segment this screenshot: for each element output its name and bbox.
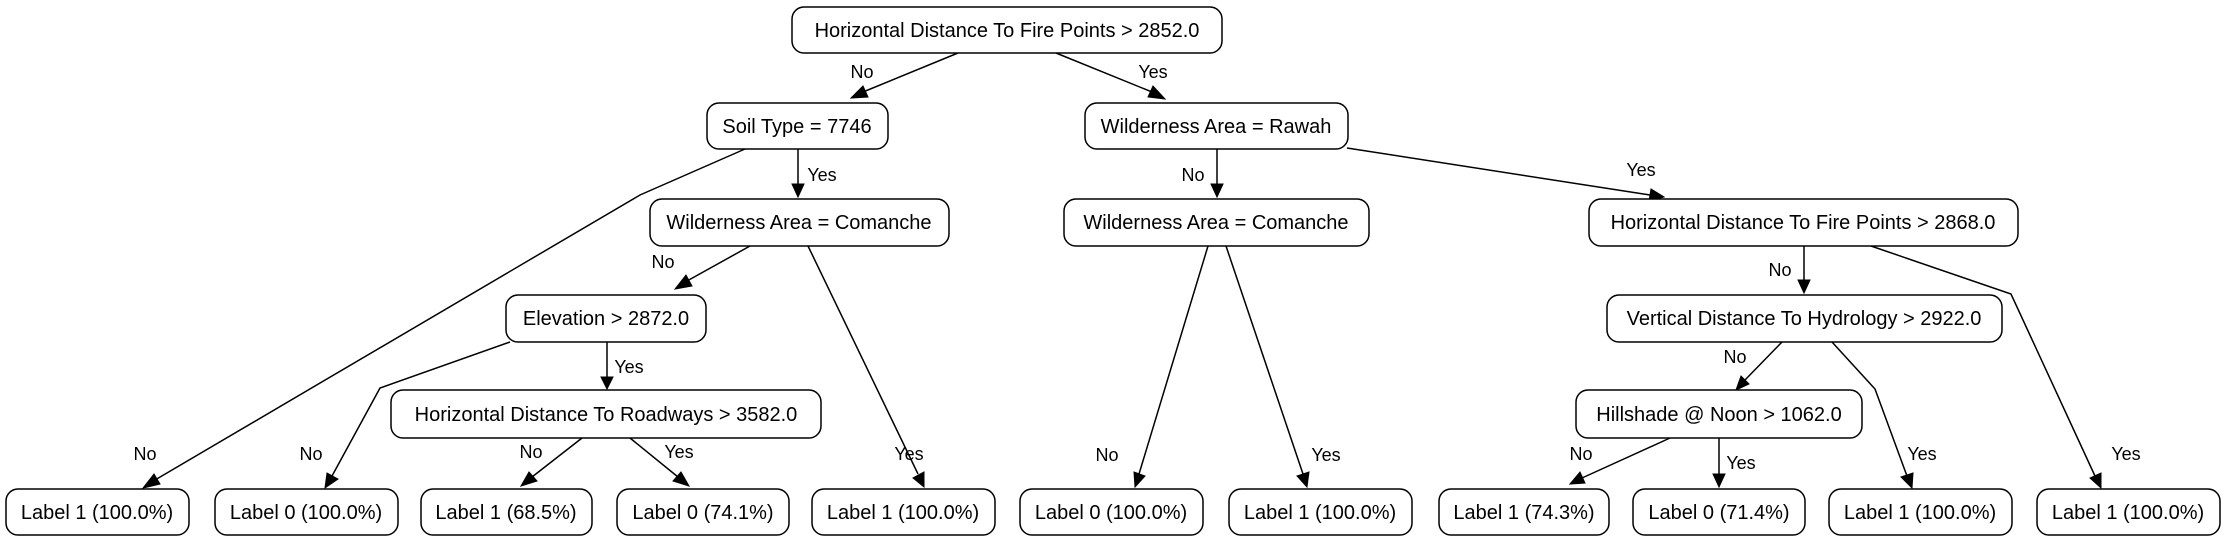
edge-label-yes: Yes <box>2111 444 2140 464</box>
edge-label-yes: Yes <box>1138 62 1167 82</box>
node-soil-type: Soil Type = 7746 <box>706 102 889 150</box>
edge-hydrology-to-leaf-10: Yes <box>1831 341 1937 490</box>
edge-comanche-middle-to-leaf-6: No <box>1095 245 1209 489</box>
node-vertical-distance-hydrology: Vertical Distance To Hydrology > 2922.0 <box>1606 294 2003 343</box>
edge-label-no: No <box>519 442 542 462</box>
edge-hillshade-to-leaf-8: No <box>1568 437 1671 485</box>
edge-label-no: No <box>1723 347 1746 367</box>
edge-roadways-to-leaf-3: No <box>519 437 583 487</box>
leaf-label: Label 0 (71.4%) <box>1648 502 1789 524</box>
edge-elevation-to-roadways: Yes <box>600 342 644 391</box>
node-label: Elevation > 2872.0 <box>523 308 689 330</box>
edge-label-no: No <box>850 62 873 82</box>
leaf-node-7: Label 1 (100.0%) <box>1228 488 1413 536</box>
leaf-node-3: Label 1 (68.5%) <box>420 488 593 536</box>
leaf-label: Label 0 (100.0%) <box>1035 502 1187 524</box>
leaf-label: Label 1 (100.0%) <box>827 502 979 524</box>
edge-fire-points-2868-to-hydrology: No <box>1768 246 1811 295</box>
edge-hillshade-to-leaf-9: Yes <box>1712 438 1756 489</box>
edge-label-no: No <box>651 252 674 272</box>
leaf-node-10: Label 1 (100.0%) <box>1828 488 2013 536</box>
edge-label-no: No <box>133 444 156 464</box>
leaf-node-1: Label 1 (100.0%) <box>5 488 190 536</box>
leaf-label: Label 1 (100.0%) <box>21 502 173 524</box>
leaf-node-2: Label 0 (100.0%) <box>214 488 399 536</box>
node-label: Vertical Distance To Hydrology > 2922.0 <box>1627 308 1982 330</box>
node-label: Wilderness Area = Comanche <box>1083 212 1348 234</box>
edge-label-yes: Yes <box>1311 445 1340 465</box>
node-hillshade-noon: Hillshade @ Noon > 1062.0 <box>1575 389 1863 439</box>
edge-comanche-to-leaf-5: Yes <box>807 245 925 489</box>
edge-soil-type-to-wilderness-comanche: Yes <box>791 149 837 199</box>
node-label: Wilderness Area = Comanche <box>666 212 931 234</box>
edge-rawah-to-wilderness-comanche: No <box>1181 149 1224 199</box>
node-label: Horizontal Distance To Roadways > 3582.0 <box>415 404 798 426</box>
node-label: Wilderness Area = Rawah <box>1101 116 1332 138</box>
edge-comanche-middle-to-leaf-7: Yes <box>1225 245 1341 489</box>
edge-fire-points-2868-to-leaf-11: Yes <box>1870 245 2141 490</box>
node-label: Horizontal Distance To Fire Points > 285… <box>815 20 1200 42</box>
edge-label-no: No <box>1768 260 1791 280</box>
edge-rawah-to-fire-points-2868: Yes <box>1346 147 1666 202</box>
leaf-label: Label 1 (100.0%) <box>1244 502 1396 524</box>
leaf-label: Label 1 (68.5%) <box>435 502 576 524</box>
leaf-label: Label 1 (100.0%) <box>1844 502 1996 524</box>
leaf-label: Label 1 (100.0%) <box>2052 502 2204 524</box>
node-elevation: Elevation > 2872.0 <box>505 294 707 343</box>
edge-elevation-to-leaf-2: No <box>299 341 511 490</box>
leaf-node-6: Label 0 (100.0%) <box>1019 488 1204 536</box>
node-fire-points-2868: Horizontal Distance To Fire Points > 286… <box>1588 198 2019 247</box>
edge-comanche-to-elevation: No <box>651 245 751 290</box>
edge-label-yes: Yes <box>807 165 836 185</box>
leaf-label: Label 0 (74.1%) <box>632 502 773 524</box>
edge-root-to-wilderness-rawah: Yes <box>1055 52 1168 100</box>
leaf-node-5: Label 1 (100.0%) <box>811 488 996 536</box>
edge-roadways-to-leaf-4: Yes <box>629 437 694 487</box>
leaf-node-11: Label 1 (100.0%) <box>2036 488 2221 536</box>
leaf-label: Label 0 (100.0%) <box>230 502 382 524</box>
node-root: Horizontal Distance To Fire Points > 285… <box>791 6 1223 54</box>
node-wilderness-comanche-middle: Wilderness Area = Comanche <box>1063 198 1370 247</box>
edge-label-no: No <box>1095 445 1118 465</box>
edge-label-no: No <box>1181 165 1204 185</box>
node-wilderness-rawah: Wilderness Area = Rawah <box>1084 102 1349 150</box>
edge-label-no: No <box>1569 444 1592 464</box>
edge-label-yes: Yes <box>1726 453 1755 473</box>
node-label: Horizontal Distance To Fire Points > 286… <box>1611 212 1996 234</box>
leaf-node-9: Label 0 (71.4%) <box>1632 488 1806 536</box>
node-label: Hillshade @ Noon > 1062.0 <box>1596 404 1841 426</box>
edge-soil-type-to-leaf-1: No <box>133 148 746 489</box>
edge-label-yes: Yes <box>614 357 643 377</box>
edge-label-yes: Yes <box>894 444 923 464</box>
edge-root-to-soil-type: No <box>849 52 959 99</box>
edge-label-no: No <box>299 444 322 464</box>
leaf-node-4: Label 0 (74.1%) <box>616 488 790 536</box>
leaf-node-8: Label 1 (74.3%) <box>1438 488 1610 536</box>
leaf-label: Label 1 (74.3%) <box>1453 502 1594 524</box>
node-horizontal-distance-roadways: Horizontal Distance To Roadways > 3582.0 <box>390 389 822 439</box>
edge-label-yes: Yes <box>664 442 693 462</box>
edge-hydrology-to-hillshade: No <box>1723 341 1783 391</box>
edge-label-yes: Yes <box>1626 160 1655 180</box>
node-wilderness-comanche-left: Wilderness Area = Comanche <box>649 198 950 247</box>
node-label: Soil Type = 7746 <box>722 116 871 138</box>
edge-label-yes: Yes <box>1907 444 1936 464</box>
